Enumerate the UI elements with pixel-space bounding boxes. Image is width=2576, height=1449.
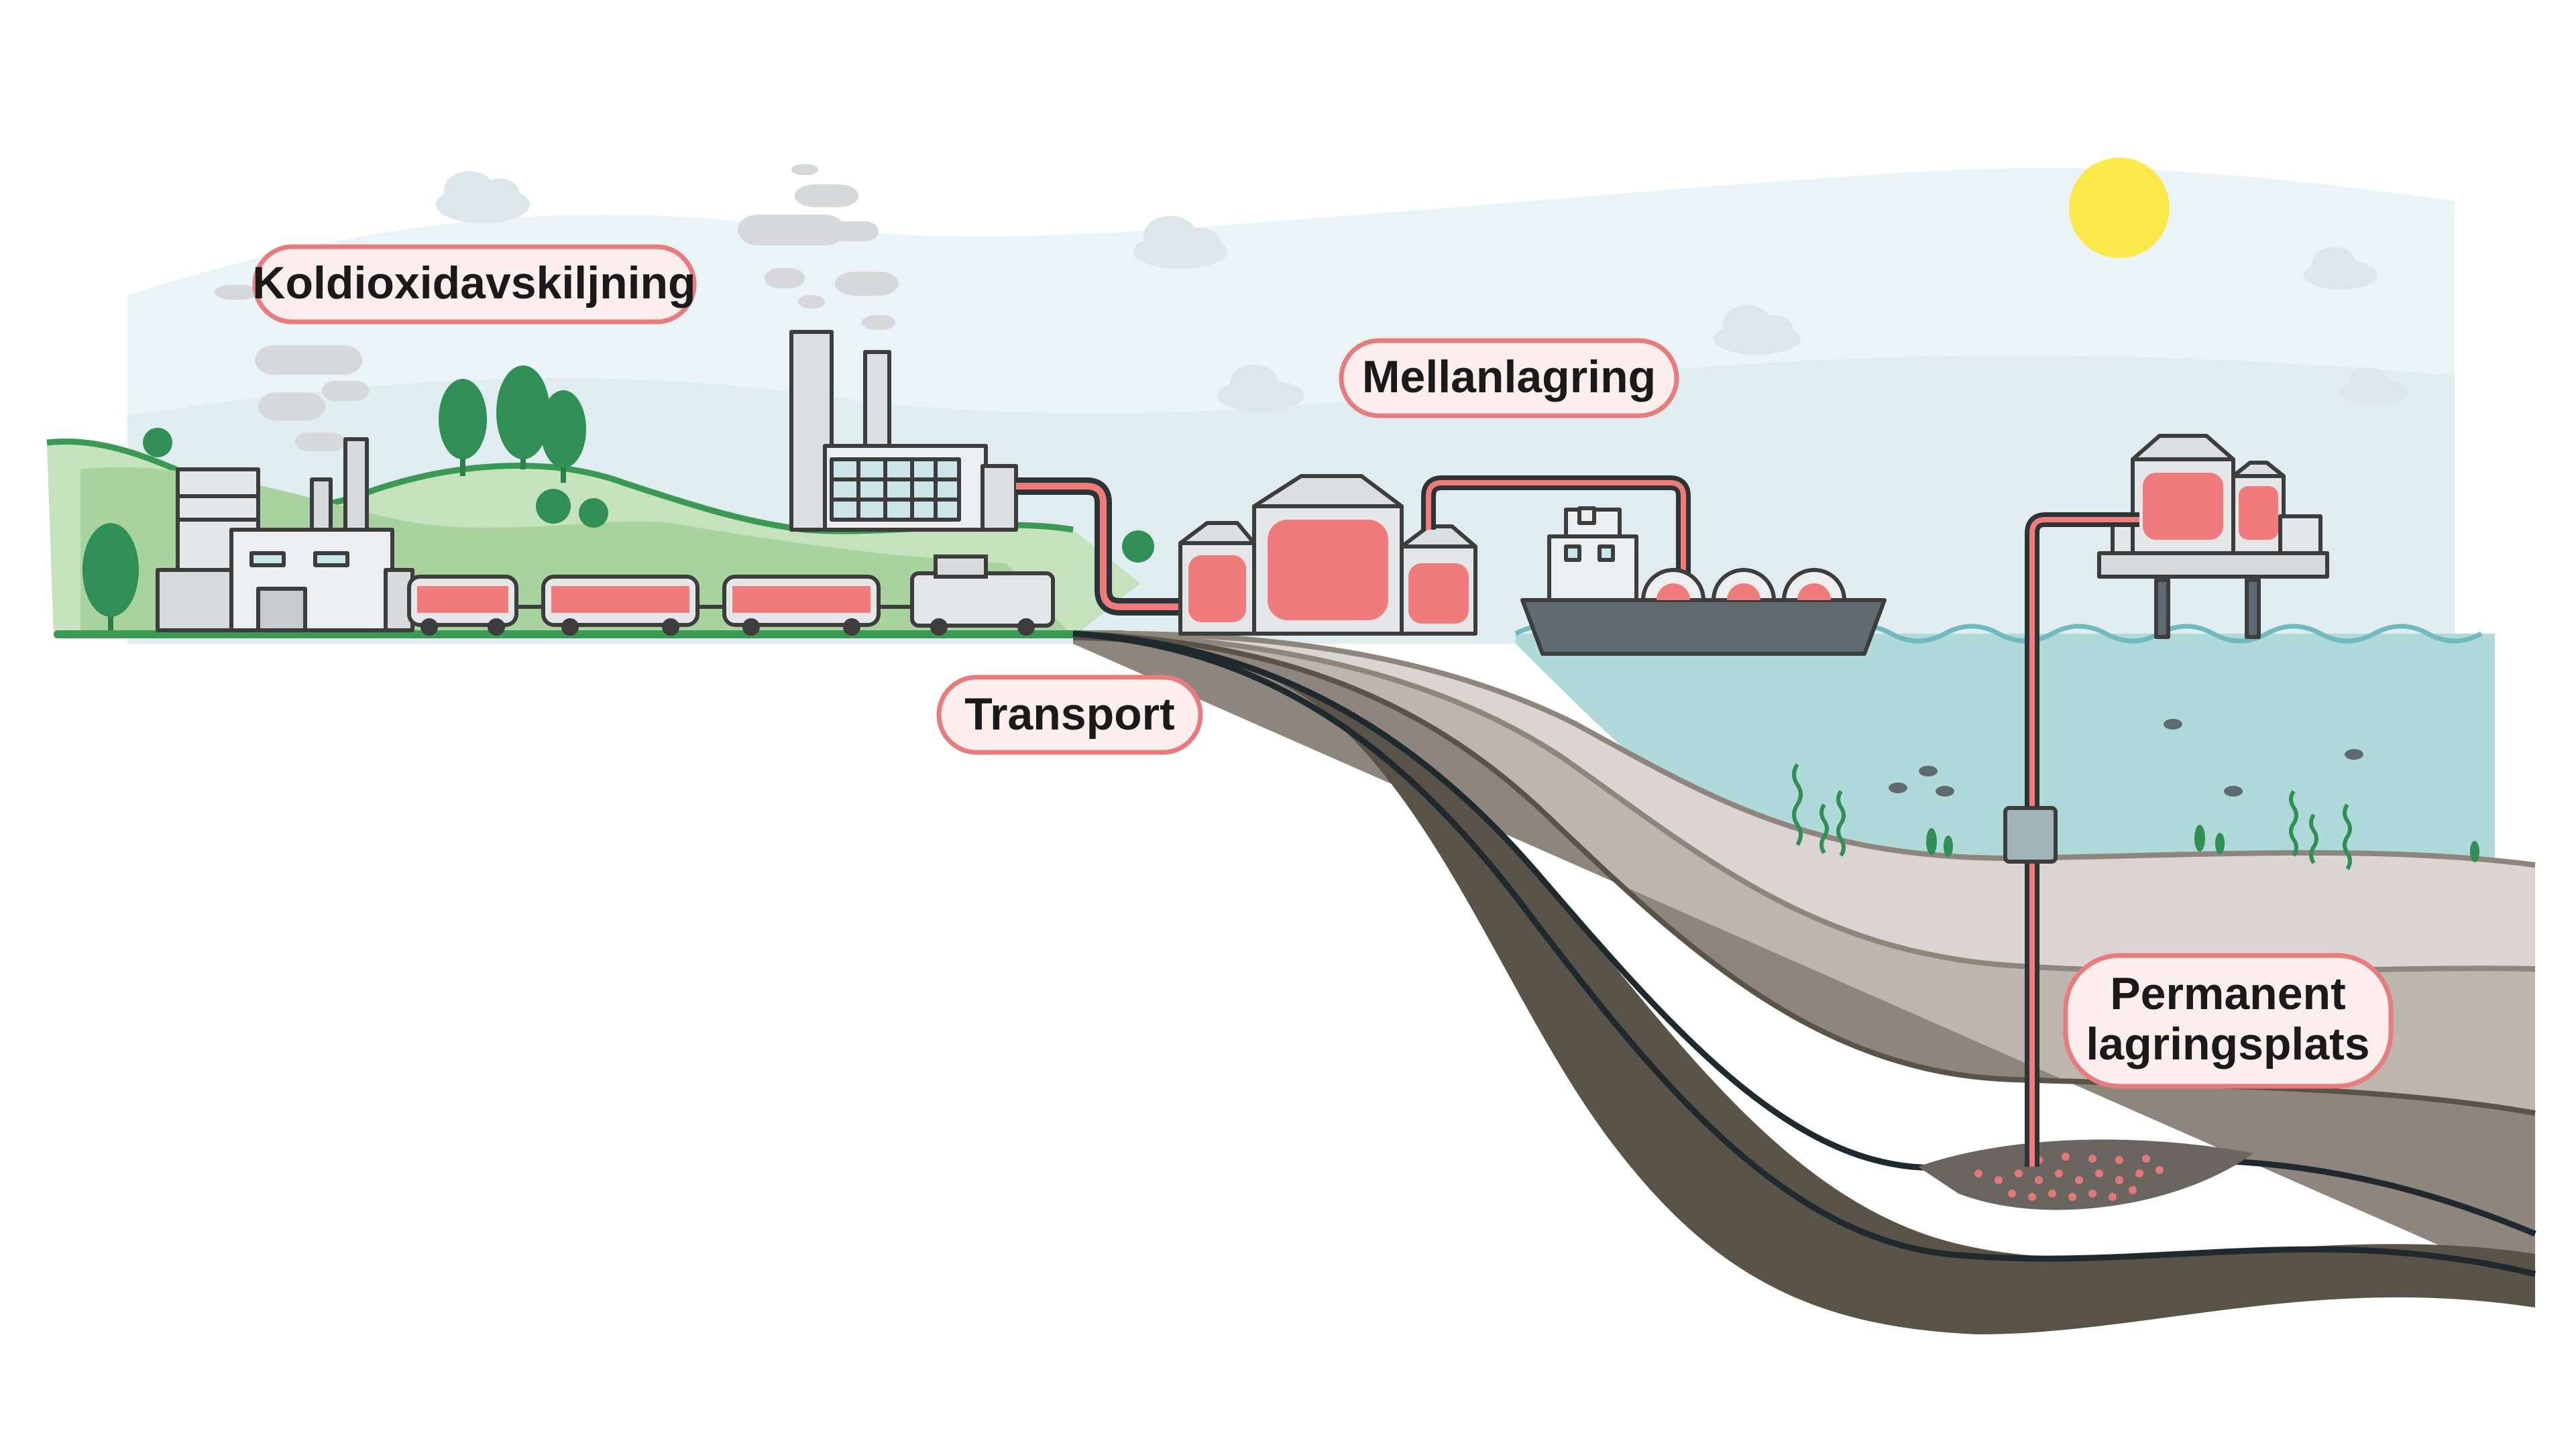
bush-icon bbox=[1122, 530, 1154, 563]
tank-wagon-icon bbox=[407, 575, 518, 636]
offshore-platform-icon bbox=[2097, 434, 2329, 639]
label-permanent-storage-line2: lagringsplats bbox=[2086, 1019, 2369, 1069]
tank-wagon-icon bbox=[722, 575, 881, 636]
fish-icons bbox=[1889, 719, 2363, 797]
clouds bbox=[436, 171, 2408, 412]
cloud-icon bbox=[1217, 365, 1304, 412]
seaweed bbox=[1792, 763, 2352, 870]
bush-icon bbox=[579, 498, 608, 528]
power-plant-icon bbox=[789, 330, 1018, 532]
ship-icon bbox=[1520, 506, 1887, 656]
tree-icon bbox=[439, 379, 487, 476]
cloud-icon bbox=[2341, 367, 2408, 406]
bush-icon bbox=[143, 428, 172, 457]
label-transport-text: Transport bbox=[964, 689, 1175, 740]
co2-reservoir bbox=[1918, 1139, 2253, 1210]
locomotive-icon bbox=[910, 555, 1055, 636]
cloud-icon bbox=[1133, 216, 1227, 269]
bush-icon bbox=[536, 489, 571, 524]
label-transport: Transport bbox=[936, 675, 1203, 755]
label-intermediate-storage: Mellanlagring bbox=[1339, 338, 1679, 418]
cloud-icon bbox=[1714, 305, 1801, 355]
sun-icon bbox=[2069, 158, 2170, 258]
seagrass bbox=[1926, 825, 2479, 862]
label-capture-text: Koldioxidavskiljning bbox=[252, 257, 695, 308]
capture-plant-icon bbox=[156, 437, 414, 632]
label-permanent-storage: Permanent lagringsplats bbox=[2063, 953, 2394, 1089]
label-intermediate-storage-text: Mellanlagring bbox=[1362, 351, 1656, 402]
tree-icon bbox=[541, 390, 586, 483]
pipeline-plant-to-storage bbox=[1016, 477, 1180, 616]
tree-icon bbox=[82, 523, 139, 630]
tree-icon bbox=[496, 365, 550, 469]
tank-wagon-icon bbox=[541, 575, 699, 636]
co2-train bbox=[407, 555, 1055, 636]
pipeline-storage-to-ship bbox=[1421, 475, 1691, 583]
label-capture: Koldioxidavskiljning bbox=[252, 244, 697, 325]
cloud-icon bbox=[2304, 247, 2377, 290]
trees bbox=[82, 365, 1154, 630]
cloud-icon bbox=[436, 171, 530, 223]
storage-tanks-icon bbox=[1178, 474, 1477, 636]
smoke-puffs bbox=[215, 164, 899, 451]
injection-well bbox=[2003, 512, 2139, 1167]
label-permanent-storage-line1: Permanent bbox=[2110, 968, 2345, 1019]
